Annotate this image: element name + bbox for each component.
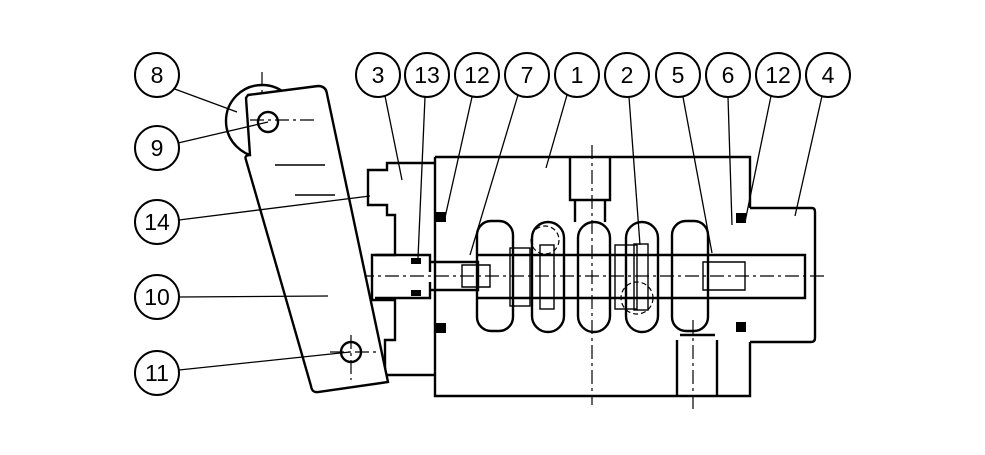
callout-label: 10: [144, 284, 170, 310]
callout-9: 9: [134, 125, 180, 171]
callout-2: 2: [604, 52, 650, 98]
callout-8: 8: [134, 52, 180, 98]
callout-label: 12: [765, 62, 791, 88]
callout-12-left: 12: [454, 52, 500, 98]
leader-lines: [171, 87, 823, 371]
callout-label: 12: [464, 62, 490, 88]
callout-label: 8: [151, 62, 164, 88]
callout-14: 14: [134, 199, 180, 245]
callout-1: 1: [554, 52, 600, 98]
callout-label: 5: [672, 62, 685, 88]
callout-label: 2: [621, 62, 634, 88]
callout-12-right: 12: [755, 52, 801, 98]
callout-6: 6: [705, 52, 751, 98]
callout-7: 7: [504, 52, 550, 98]
callout-label: 1: [571, 62, 584, 88]
lever: [224, 83, 390, 394]
callout-label: 7: [521, 62, 534, 88]
callout-13: 13: [404, 52, 450, 98]
callout-10: 10: [134, 274, 180, 320]
valve-body: [261, 72, 828, 410]
callout-11: 11: [134, 350, 180, 396]
callout-label: 13: [414, 62, 440, 88]
callout-4: 4: [805, 52, 851, 98]
callout-label: 9: [151, 135, 164, 161]
callout-label: 14: [144, 209, 170, 235]
callout-3: 3: [355, 52, 401, 98]
callout-label: 11: [145, 360, 169, 386]
callout-label: 6: [722, 62, 735, 88]
callout-5: 5: [655, 52, 701, 98]
callout-label: 3: [372, 62, 385, 88]
callout-label: 4: [822, 62, 835, 88]
